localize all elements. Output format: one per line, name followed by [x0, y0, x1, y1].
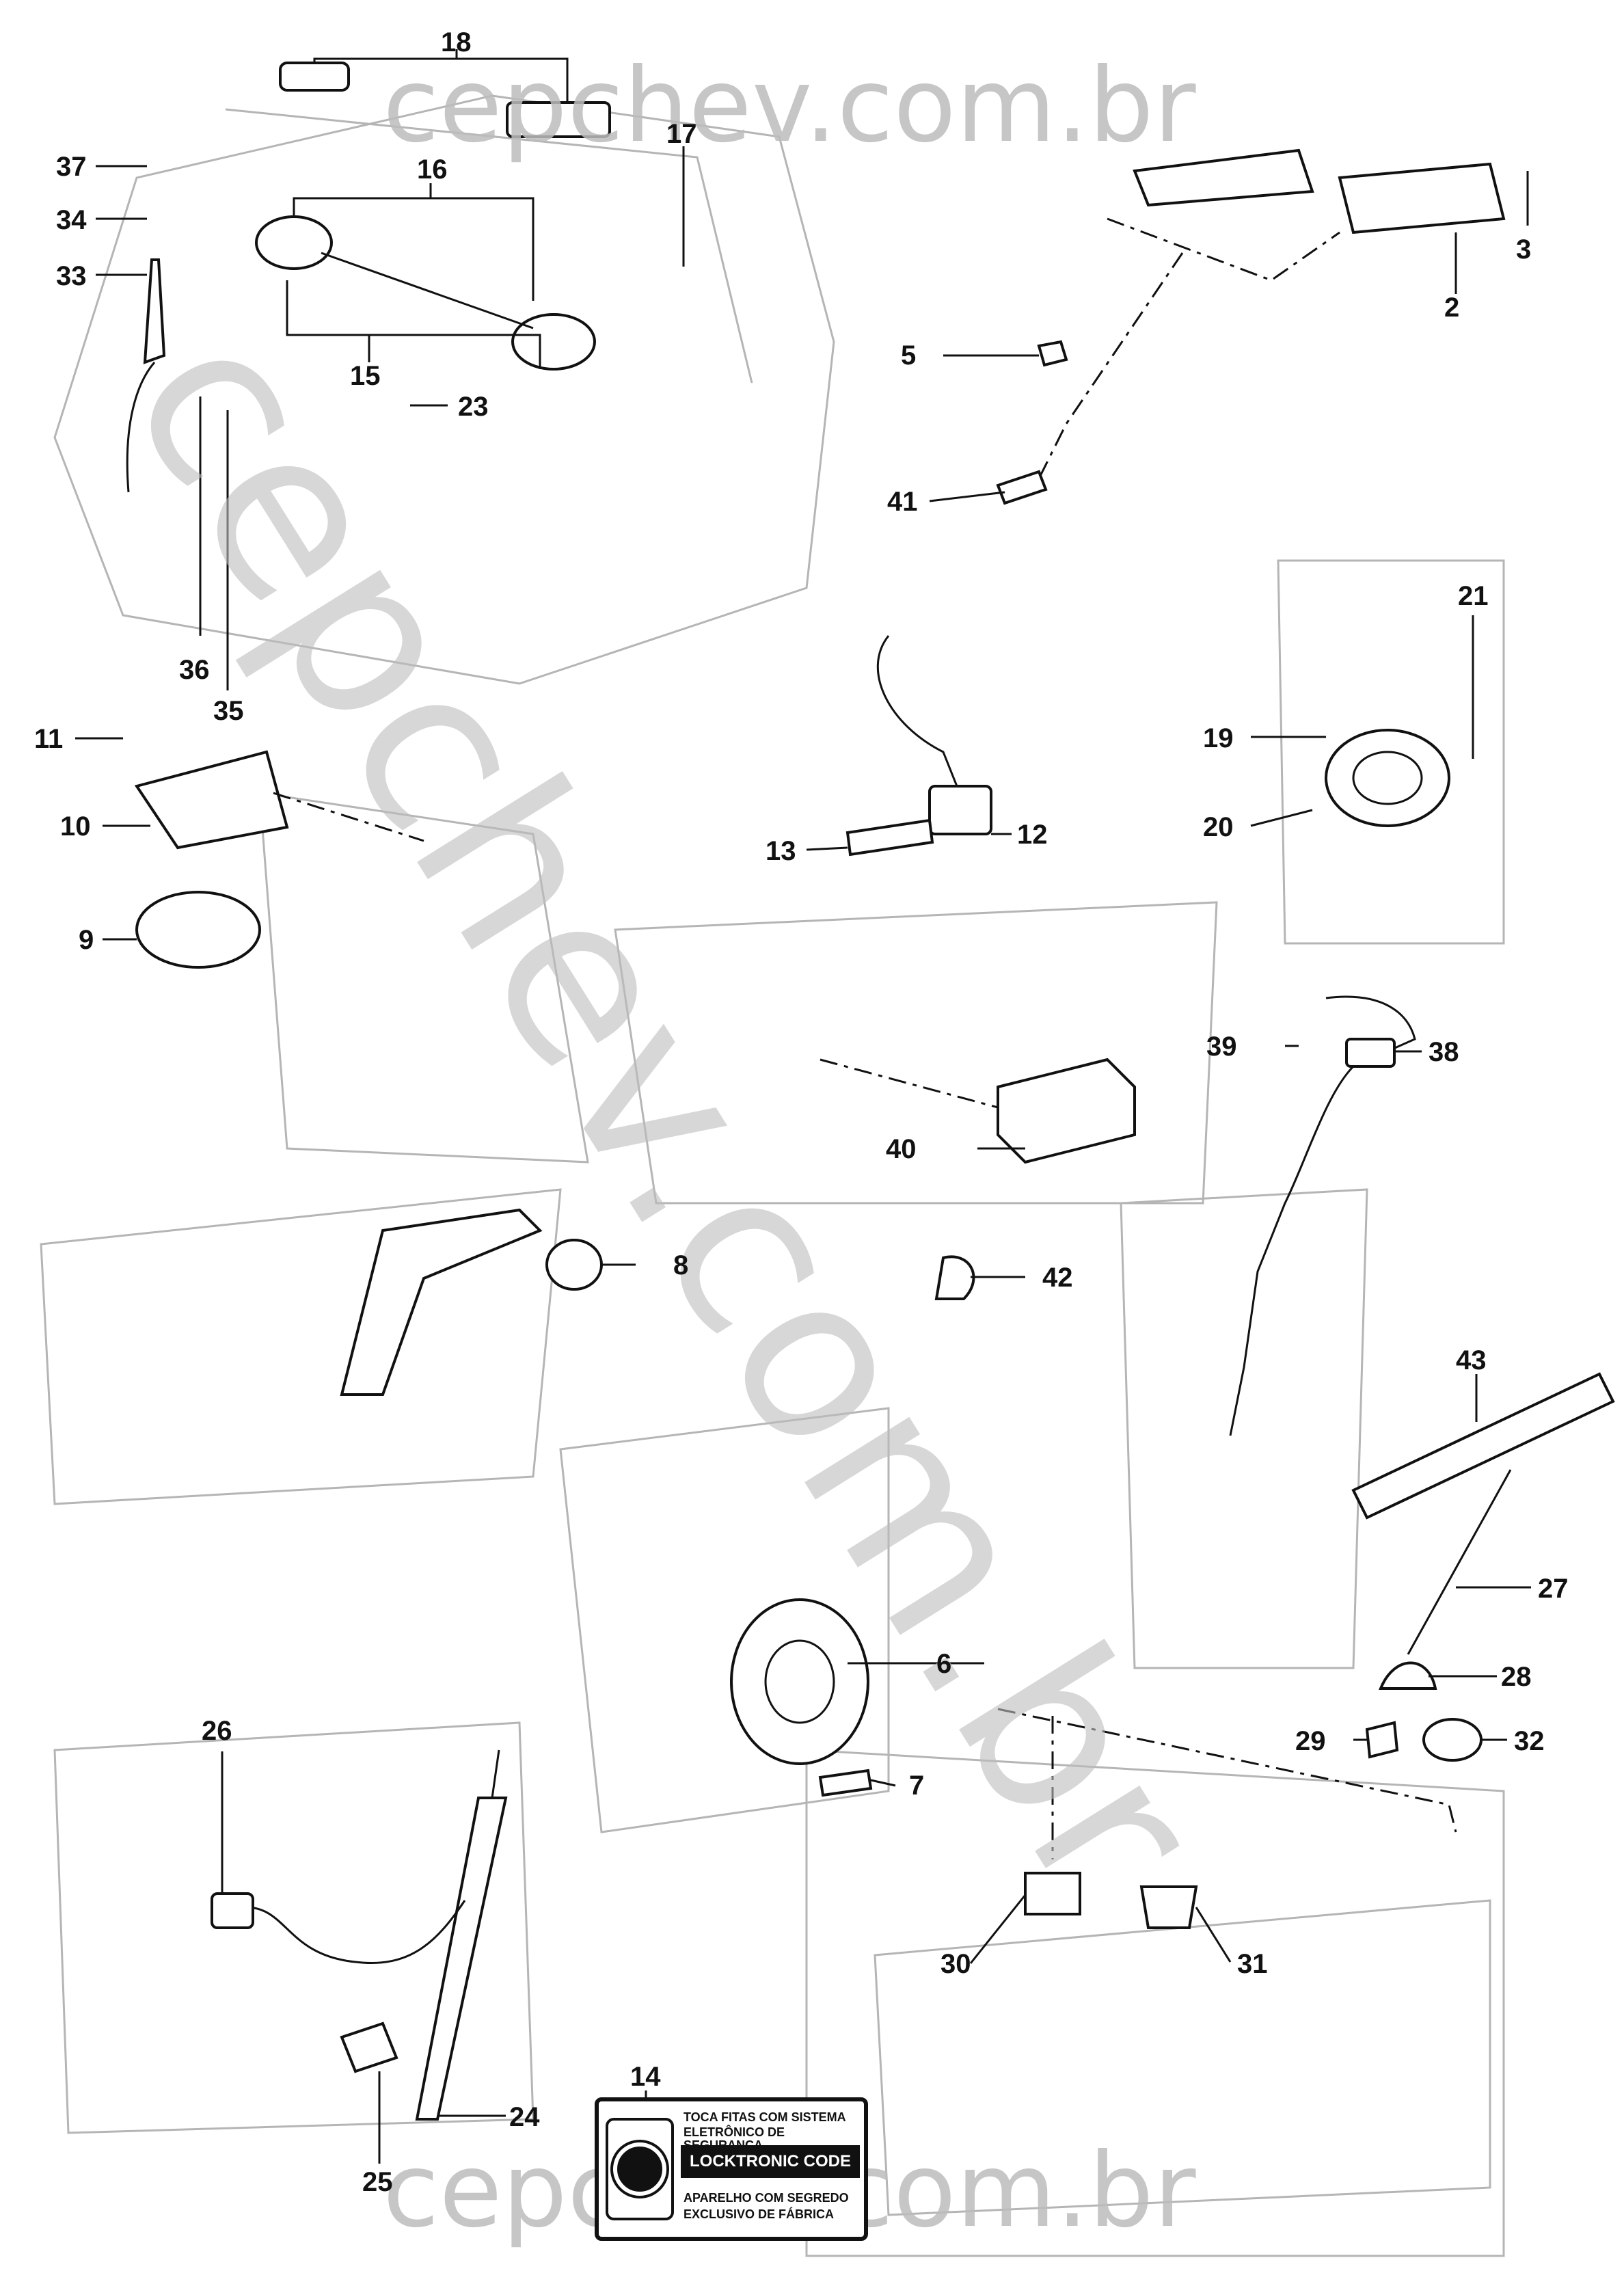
locktronic-sticker: TOCA FITAS COM SISTEMA ELETRÔNICO DE SEG… [595, 2097, 868, 2241]
part-29-plug [1365, 1721, 1399, 1759]
sticker-line-4: EXCLUSIVO DE FÁBRICA [684, 2207, 835, 2221]
part-43-tube [1351, 1372, 1615, 1520]
part-16a-speaker [255, 215, 333, 270]
part-41-screw [996, 470, 1048, 505]
callout-28: 28 [1501, 1662, 1532, 1692]
callout-41: 41 [887, 487, 918, 517]
part-8-cup [545, 1239, 603, 1291]
callout-39: 39 [1206, 1032, 1237, 1062]
callout-38: 38 [1429, 1037, 1459, 1067]
callout-23: 23 [458, 392, 489, 422]
callout-29: 29 [1295, 1726, 1326, 1756]
callout-12: 12 [1017, 820, 1048, 850]
part-5-clip [1037, 340, 1068, 367]
callout-11: 11 [34, 724, 64, 754]
callout-13: 13 [766, 836, 796, 866]
part-28-base [1379, 1661, 1437, 1690]
callout-15: 15 [350, 361, 381, 391]
security-logo-icon [606, 2118, 674, 2220]
callout-35: 35 [213, 696, 244, 726]
part-10-bracket [134, 750, 289, 850]
part-13-bolt [845, 818, 934, 857]
part-25-connector [340, 2021, 398, 2073]
callout-26: 26 [202, 1716, 232, 1746]
part-18b-panel [506, 101, 611, 138]
part-radio-bracket [1133, 148, 1314, 207]
callout-43: 43 [1456, 1345, 1487, 1375]
callout-18: 18 [441, 27, 472, 57]
callout-30: 30 [940, 1949, 971, 1979]
callout-9: 9 [79, 925, 94, 955]
callout-20: 20 [1203, 812, 1234, 842]
background-outlines [40, 94, 1505, 2257]
callout-34: 34 [56, 205, 87, 235]
callout-19: 19 [1203, 723, 1234, 753]
part-38-filter [1345, 1038, 1396, 1068]
callout-6: 6 [936, 1649, 952, 1679]
part-6-speaker [730, 1598, 869, 1765]
part-31-grommet [1139, 1885, 1198, 1929]
part-19-speaker [1325, 729, 1450, 827]
part-26-spring [211, 1892, 254, 1929]
callout-8: 8 [673, 1250, 689, 1280]
callout-40: 40 [886, 1134, 917, 1164]
callout-37: 37 [56, 152, 87, 182]
part-drawings [126, 62, 1615, 2121]
callout-21: 21 [1458, 581, 1489, 611]
part-24-mast [415, 1797, 508, 2121]
part-2-radio [1338, 162, 1506, 234]
part-12-module [928, 785, 992, 835]
callout-32: 32 [1514, 1726, 1545, 1756]
watermark-top: cepchev.com.br [383, 46, 1196, 165]
callout-24: 24 [509, 2102, 540, 2132]
part-40-block [997, 1058, 1136, 1164]
callout-31: 31 [1237, 1949, 1268, 1979]
sticker-line-1: TOCA FITAS COM SISTEMA [684, 2110, 846, 2124]
sticker-band: LOCKTRONIC CODE [681, 2145, 860, 2178]
callout-16: 16 [417, 154, 448, 185]
part-9-speaker [135, 891, 261, 969]
part-30-nut [1024, 1872, 1081, 1915]
leader-lines [75, 49, 1531, 2164]
part-8-handle [340, 1208, 543, 1396]
callout-7: 7 [909, 1771, 925, 1801]
sticker-line-3: APARELHO COM SEGREDO [684, 2191, 849, 2205]
callout-42: 42 [1042, 1263, 1073, 1293]
part-33-antenna [143, 258, 166, 364]
part-16b-speaker [511, 313, 596, 371]
callout-27: 27 [1538, 1574, 1569, 1604]
callout-36: 36 [179, 655, 210, 685]
callout-17: 17 [666, 119, 697, 149]
part-7-screw [818, 1769, 873, 1797]
callout-14: 14 [630, 2062, 661, 2092]
callout-3: 3 [1516, 234, 1532, 265]
callout-5: 5 [901, 340, 917, 371]
part-42-clip [934, 1255, 975, 1300]
part-32-cap [1422, 1718, 1483, 1762]
part-18a-panel [279, 62, 350, 92]
callout-25: 25 [362, 2167, 393, 2197]
callout-2: 2 [1444, 293, 1460, 323]
callout-33: 33 [56, 261, 87, 291]
callout-10: 10 [60, 811, 91, 842]
